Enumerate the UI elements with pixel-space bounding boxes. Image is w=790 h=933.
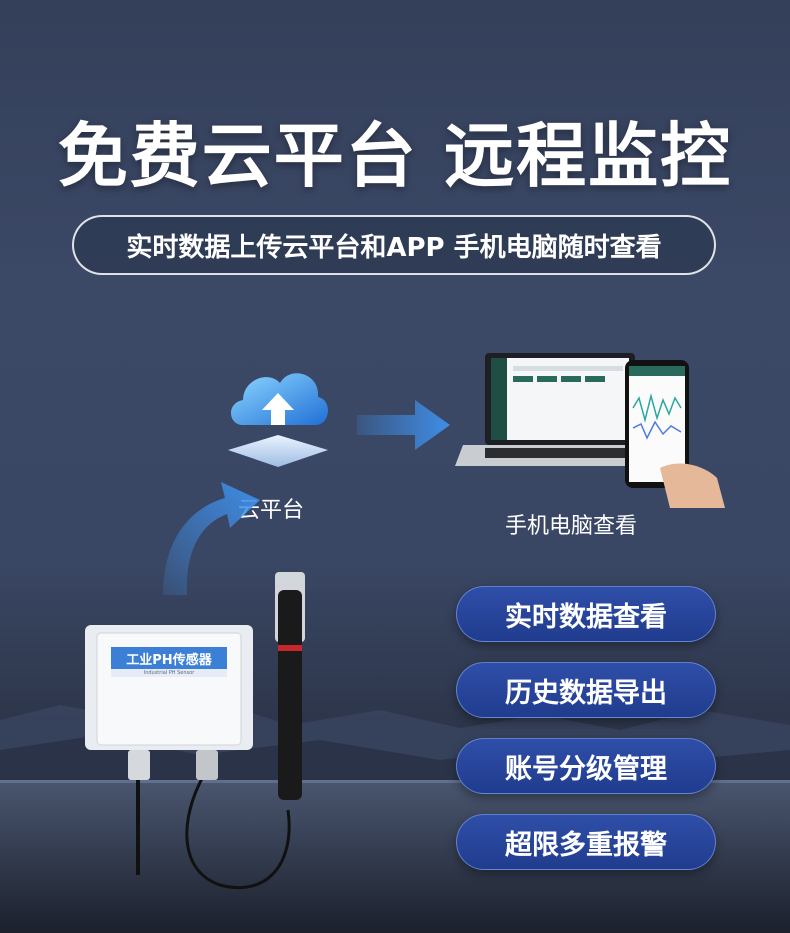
sensor-housing-icon — [85, 625, 253, 750]
cloud-upload-icon — [228, 373, 328, 467]
arrow-right-icon — [357, 400, 450, 450]
devices-label: 手机电脑查看 — [505, 514, 638, 539]
subtitle-pill: 实时数据上传云平台和APP 手机电脑随时查看 — [72, 215, 716, 275]
curved-arrow-up-icon — [163, 482, 260, 595]
ph-probe-cable-illustration — [128, 572, 305, 890]
feature-over-limit-alarm: 超限多重报警 — [456, 814, 716, 870]
ph-sensor-device: 工业PH传感器 Industrial PH Sensor — [85, 625, 253, 755]
feature-account-management: 账号分级管理 — [456, 738, 716, 794]
laptop-phone-illustration — [455, 353, 725, 508]
hero-title: 免费云平台 远程监控 — [57, 115, 733, 197]
feature-realtime-data: 实时数据查看 — [456, 586, 716, 642]
sensor-sublabel: Industrial PH Sensor — [143, 670, 195, 676]
sensor-label: 工业PH传感器 — [126, 653, 212, 668]
feature-history-export: 历史数据导出 — [456, 662, 716, 718]
